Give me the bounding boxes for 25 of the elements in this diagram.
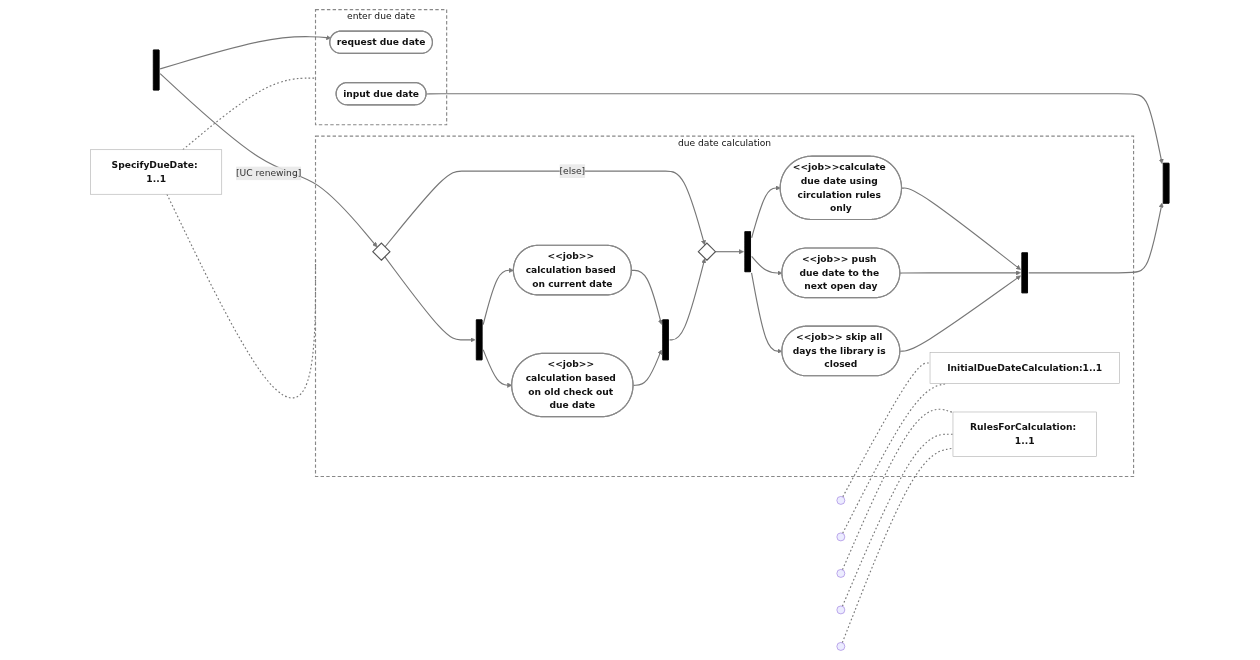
arrow xyxy=(159,73,378,248)
arrow xyxy=(751,255,783,276)
arrow xyxy=(751,185,781,239)
node-box: SpecifyDueDate: 1..1 xyxy=(90,149,223,195)
connector xyxy=(842,433,954,607)
connector xyxy=(842,362,931,498)
arrow xyxy=(901,187,1022,270)
arrow xyxy=(159,35,332,70)
edge-label: [else] xyxy=(559,165,586,177)
arrow xyxy=(1028,202,1164,274)
connector xyxy=(842,408,954,571)
arrow xyxy=(751,272,783,354)
connector xyxy=(182,77,317,151)
arrow xyxy=(631,269,664,325)
arrow xyxy=(714,249,745,255)
node-box: InitialDueDateCalculation:1..1 xyxy=(929,352,1120,384)
arrow xyxy=(384,170,707,248)
node-diamond xyxy=(372,242,391,262)
edge-label: [UC renewing] xyxy=(236,167,302,179)
arrow xyxy=(426,93,1164,164)
node-diamond xyxy=(697,242,717,262)
node-box: RulesForCalculation: 1..1 xyxy=(952,411,1097,457)
arrow xyxy=(482,349,513,388)
arrow xyxy=(384,256,476,343)
arrow xyxy=(669,258,707,341)
